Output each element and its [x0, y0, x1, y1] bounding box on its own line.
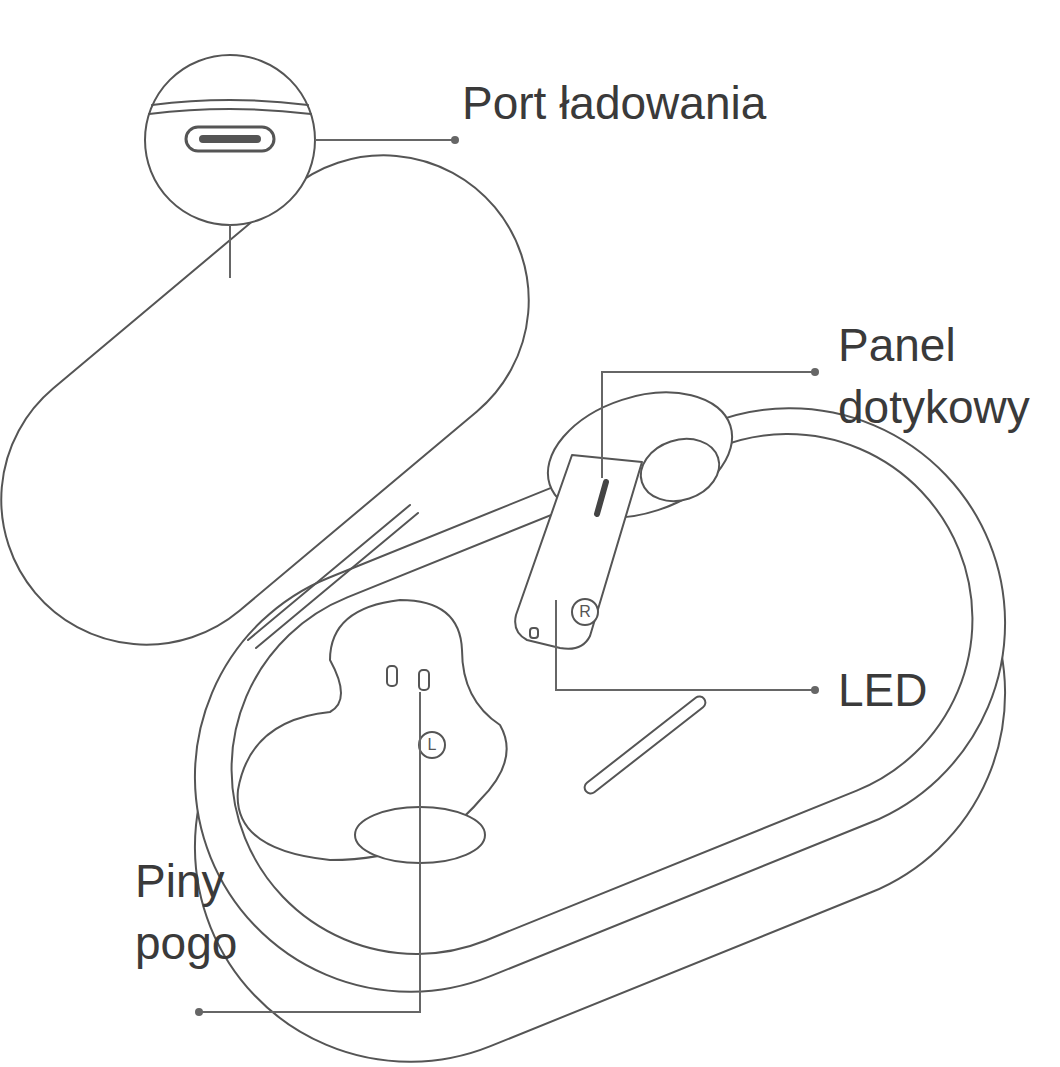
usb-c-tongue [200, 136, 260, 142]
earbud-stem [515, 455, 642, 649]
touch-panel [597, 482, 606, 514]
inset-edge [149, 100, 311, 114]
part-label: Panel dotykowy [838, 314, 1053, 438]
pogo-pin [419, 670, 429, 690]
side-mark-letter: L [422, 737, 442, 753]
side-mark-letter: R [575, 604, 595, 620]
case-rim [130, 343, 1060, 1056]
part-label: LED [838, 659, 1038, 721]
ear-tip [633, 429, 728, 511]
led [530, 628, 538, 638]
part-label: Port ładowania [462, 72, 1022, 134]
leader-dot [811, 368, 819, 376]
inset-circle [145, 55, 315, 225]
leader-line [556, 600, 812, 690]
side-mark [572, 599, 598, 625]
leader-dot [195, 1008, 203, 1016]
leader-line [315, 139, 452, 141]
side-slot [582, 694, 708, 796]
leader-line [229, 225, 231, 278]
leader-dot [451, 136, 459, 144]
usb-c-port [186, 127, 274, 151]
part-label: Piny pogo [135, 850, 255, 974]
side-mark [419, 732, 445, 758]
pogo-pin [387, 666, 397, 686]
leader-dot [811, 686, 819, 694]
leader-line [602, 372, 812, 478]
